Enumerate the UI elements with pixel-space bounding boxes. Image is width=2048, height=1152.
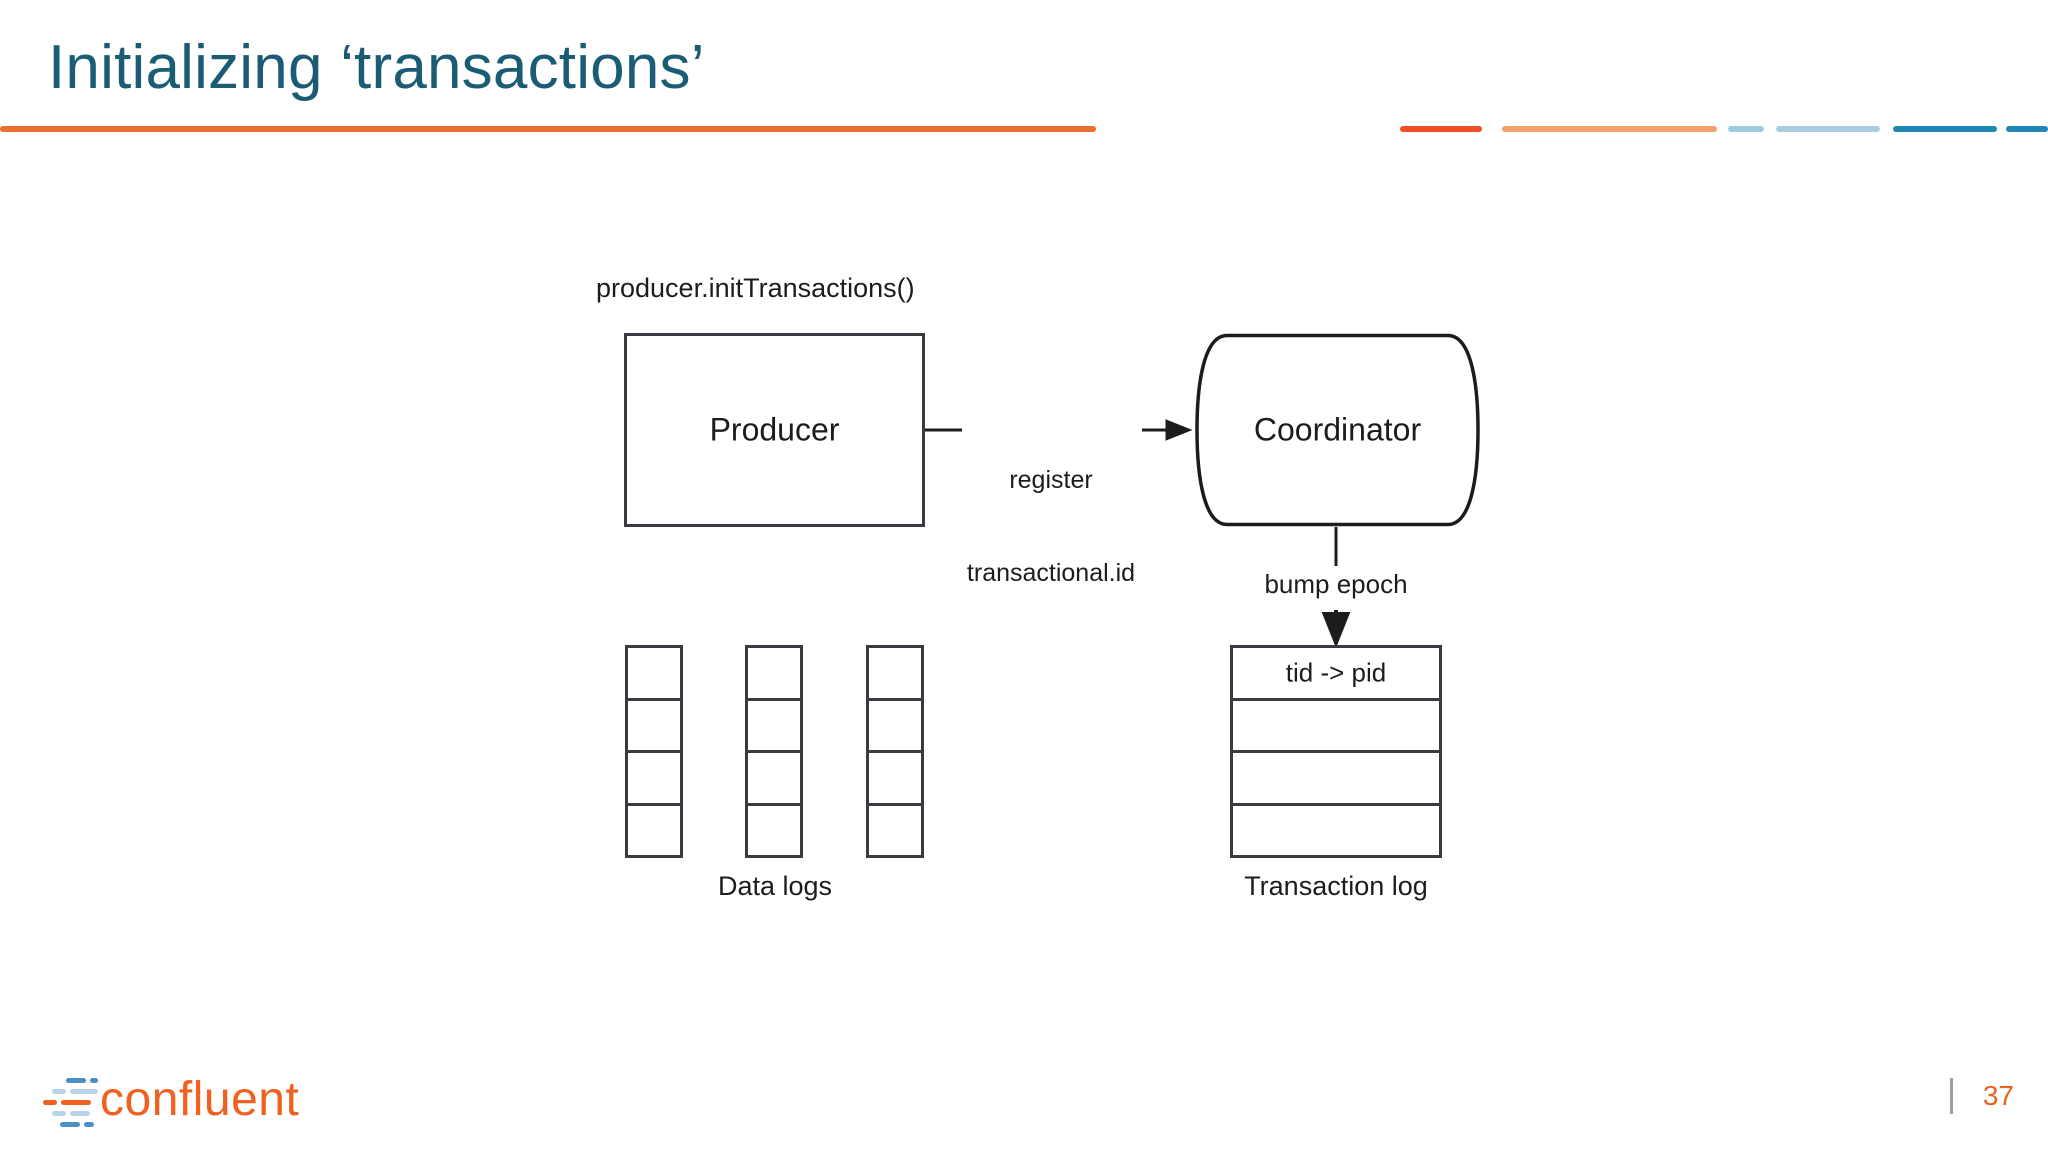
logo-dash — [60, 1122, 80, 1127]
footer-page-indicator: 37 — [1949, 1078, 2014, 1114]
data-log-cell — [869, 806, 921, 856]
data-logs-caption: Data logs — [717, 871, 833, 901]
logo-dash — [52, 1111, 66, 1116]
logo-dash — [43, 1100, 57, 1105]
transaction-log-row — [1233, 806, 1439, 856]
page-number: 37 — [1982, 1080, 2014, 1111]
bump-epoch-edge-label: bump epoch — [1264, 569, 1408, 599]
divider-segment-blue-pale-1 — [1728, 126, 1764, 132]
data-log-column-2 — [745, 645, 803, 858]
divider-segment-blue-dark-1 — [1893, 126, 1997, 132]
divider-segment-orange-long — [0, 126, 1096, 132]
data-log-cell — [748, 701, 800, 753]
confluent-logo-mark-icon — [40, 1072, 98, 1128]
logo-dash — [66, 1078, 86, 1083]
logo-dash — [70, 1089, 98, 1094]
coordinator-shape — [1195, 333, 1480, 527]
register-edge-label-line2: transactional.id — [966, 559, 1136, 588]
register-edge-label-line1: register — [1009, 465, 1093, 494]
coordinator-node-label: Coordinator — [1253, 411, 1422, 448]
producer-node: Producer — [624, 333, 925, 527]
producer-init-transactions-label: producer.initTransactions() — [596, 273, 915, 303]
divider-segment-orange-dark — [1400, 126, 1482, 132]
footer-separator — [1949, 1078, 1953, 1114]
data-log-cell — [628, 753, 680, 806]
confluent-logo: confluent — [40, 1068, 299, 1132]
divider-segment-orange-light — [1502, 126, 1717, 132]
confluent-logo-wordmark: confluent — [100, 1073, 300, 1126]
logo-dash — [90, 1078, 98, 1083]
title-divider — [0, 126, 2048, 134]
divider-segment-blue-dark-2 — [2006, 126, 2048, 132]
data-log-column-1 — [625, 645, 683, 858]
divider-segment-blue-pale-2 — [1776, 126, 1880, 132]
transaction-log-row — [1233, 753, 1439, 806]
data-log-cell — [748, 648, 800, 701]
transaction-log-caption: Transaction log — [1244, 871, 1428, 901]
logo-dash — [52, 1089, 66, 1094]
page-title: Initializing ‘transactions’ — [48, 33, 705, 102]
data-log-cell — [869, 701, 921, 753]
logo-dash — [61, 1100, 91, 1105]
data-log-cell — [628, 648, 680, 701]
transaction-log-row-text: tid -> pid — [1285, 657, 1387, 688]
producer-node-label: Producer — [709, 411, 840, 448]
coordinator-node: Coordinator — [1195, 333, 1480, 527]
data-log-cell — [748, 806, 800, 856]
register-edge-label: register transactional.id — [956, 402, 1146, 652]
transaction-log-row — [1233, 701, 1439, 753]
data-log-column-3 — [866, 645, 924, 858]
data-log-cell — [869, 648, 921, 701]
data-log-cell — [628, 806, 680, 856]
logo-dash — [70, 1111, 90, 1116]
transaction-log-row: tid -> pid — [1233, 648, 1439, 701]
logo-dash — [84, 1122, 94, 1127]
data-log-cell — [628, 701, 680, 753]
transaction-log-table: tid -> pid — [1230, 645, 1442, 858]
data-log-cell — [869, 753, 921, 806]
data-log-cell — [748, 753, 800, 806]
